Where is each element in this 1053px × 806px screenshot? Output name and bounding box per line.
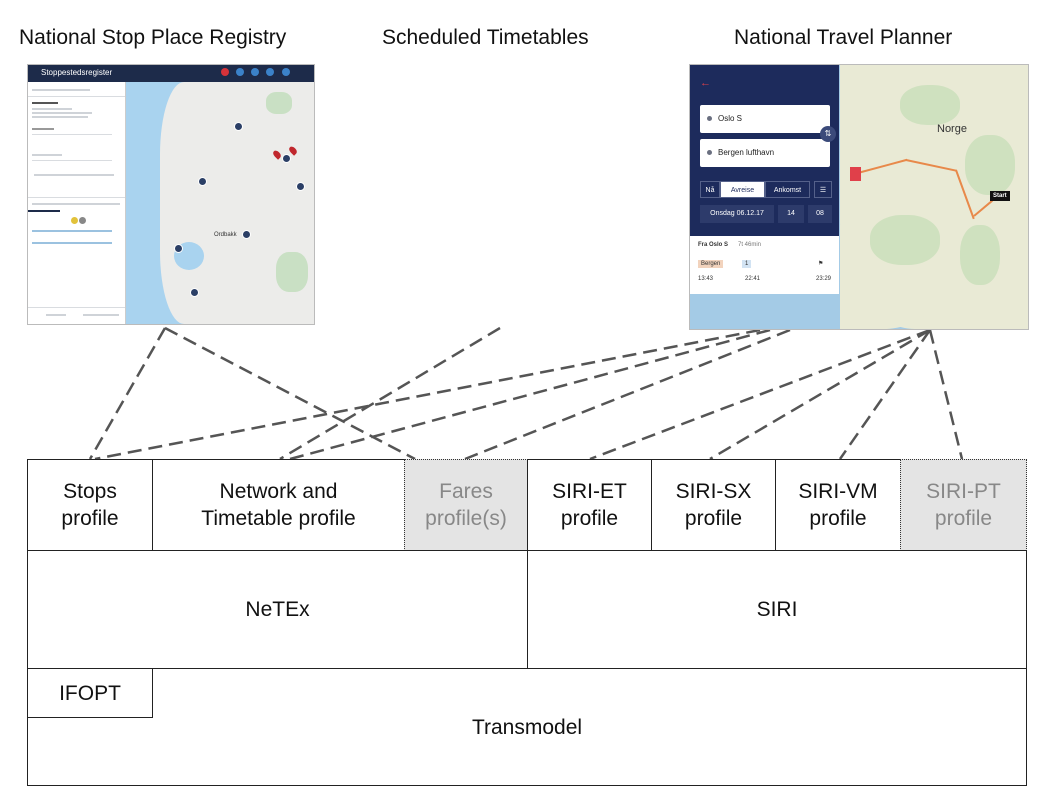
travel-planner-screenshot: Norge Start ← Oslo S Bergen lufthavn ⇅ N… (689, 64, 1029, 330)
tab-now[interactable]: Nå (700, 181, 720, 198)
connector-planner-siri-et (589, 328, 931, 461)
stop-registry-screenshot: Stoppestedsregister Ordbakk (27, 64, 315, 325)
nav-icon (221, 68, 229, 76)
profile-siri-et: SIRI-ET profile (527, 459, 652, 551)
from-field[interactable]: Oslo S (700, 105, 830, 133)
result-from: Fra Oslo S (698, 242, 729, 248)
stop-detail-panel (28, 82, 126, 324)
standard-siri: SIRI (527, 550, 1027, 669)
profile-siri-pt: SIRI-PT profile (900, 459, 1027, 551)
connector-planner-network (289, 328, 771, 461)
minute-select[interactable]: 08 (808, 205, 832, 223)
profile-stops: Stops profile (27, 459, 153, 551)
destination-flag-icon (850, 167, 861, 181)
leg-train: Bergen (698, 260, 724, 268)
time-departure: 13:43 (698, 276, 714, 282)
profile-network-timetable-label: Network and Timetable profile (201, 480, 356, 530)
trip-result[interactable]: Fra Oslo S 7t 46min Bergen 1 ⚑ 13:43 22:… (690, 236, 839, 294)
connector-planner-stops (94, 328, 761, 461)
standard-transmodel-label: Transmodel (471, 715, 583, 739)
profile-siri-vm-label: SIRI-VM profile (798, 480, 878, 530)
profile-network-timetable: Network and Timetable profile (152, 459, 405, 551)
nav-icon (266, 68, 274, 76)
filter-icon[interactable]: ☰ (814, 181, 832, 198)
connector-planner-fares (464, 328, 791, 461)
time-transfer: 22:41 (745, 276, 761, 282)
stop-marker[interactable] (296, 182, 305, 191)
label-scheduled-timetables: Scheduled Timetables (382, 26, 589, 49)
stop-map[interactable]: Ordbakk (126, 82, 314, 324)
connector-registry-stops (88, 327, 167, 460)
finish-flag-icon: ⚑ (818, 261, 824, 267)
standard-siri-label: SIRI (756, 598, 798, 621)
stop-marker[interactable] (234, 122, 243, 131)
time-arrival: 23:29 (816, 276, 832, 282)
app-title: Stoppestedsregister (41, 68, 113, 77)
standard-transmodel: Transmodel (27, 668, 1027, 786)
hour-select[interactable]: 14 (778, 205, 804, 223)
label-stop-place-registry: National Stop Place Registry (19, 26, 287, 49)
app-header: Stoppestedsregister (28, 65, 314, 82)
map-country-label: Norge (937, 123, 967, 135)
nav-icon (251, 68, 259, 76)
label-travel-planner: National Travel Planner (734, 26, 953, 49)
stop-marker[interactable] (282, 154, 291, 163)
map-place-label: Ordbakk (214, 232, 237, 238)
date-select[interactable]: Onsdag 06.12.17 (700, 205, 774, 223)
nav-icon (282, 68, 290, 76)
connector-planner-siri-sx (709, 328, 931, 461)
back-arrow-icon[interactable]: ← (700, 77, 711, 89)
standard-ifopt: IFOPT (27, 668, 153, 718)
nav-icon (236, 68, 244, 76)
standard-ifopt-label: IFOPT (59, 681, 121, 705)
profile-stops-label: Stops profile (61, 480, 119, 530)
connector-planner-siri-pt (928, 329, 964, 460)
tab-depart[interactable]: Avreise (720, 181, 765, 198)
profile-siri-et-label: SIRI-ET profile (552, 480, 627, 530)
leg-bus: 1 (742, 260, 752, 268)
profile-siri-pt-label: SIRI-PT profile (926, 480, 1001, 530)
profile-fares: Fares profile(s) (404, 459, 528, 551)
profile-siri-sx-label: SIRI-SX profile (675, 480, 752, 530)
to-field[interactable]: Bergen lufthavn (700, 139, 830, 167)
result-duration: 7t 46min (738, 242, 762, 248)
connector-planner-siri-vm (838, 329, 932, 460)
stop-marker[interactable] (198, 177, 207, 186)
stop-marker[interactable] (242, 230, 251, 239)
connector-timetables-network (279, 326, 501, 461)
profile-siri-vm: SIRI-VM profile (775, 459, 901, 551)
swap-icon[interactable]: ⇅ (820, 126, 836, 142)
profile-fares-label: Fares profile(s) (425, 480, 507, 530)
standard-netex-label: NeTEx (245, 598, 310, 621)
tab-arrive[interactable]: Ankomst (765, 181, 810, 198)
stop-marker[interactable] (174, 244, 183, 253)
map-start-label: Start (990, 191, 1010, 201)
selected-stop-pin[interactable] (271, 149, 283, 160)
standard-netex: NeTEx (27, 550, 528, 669)
profile-siri-sx: SIRI-SX profile (651, 459, 776, 551)
stop-marker[interactable] (190, 288, 199, 297)
